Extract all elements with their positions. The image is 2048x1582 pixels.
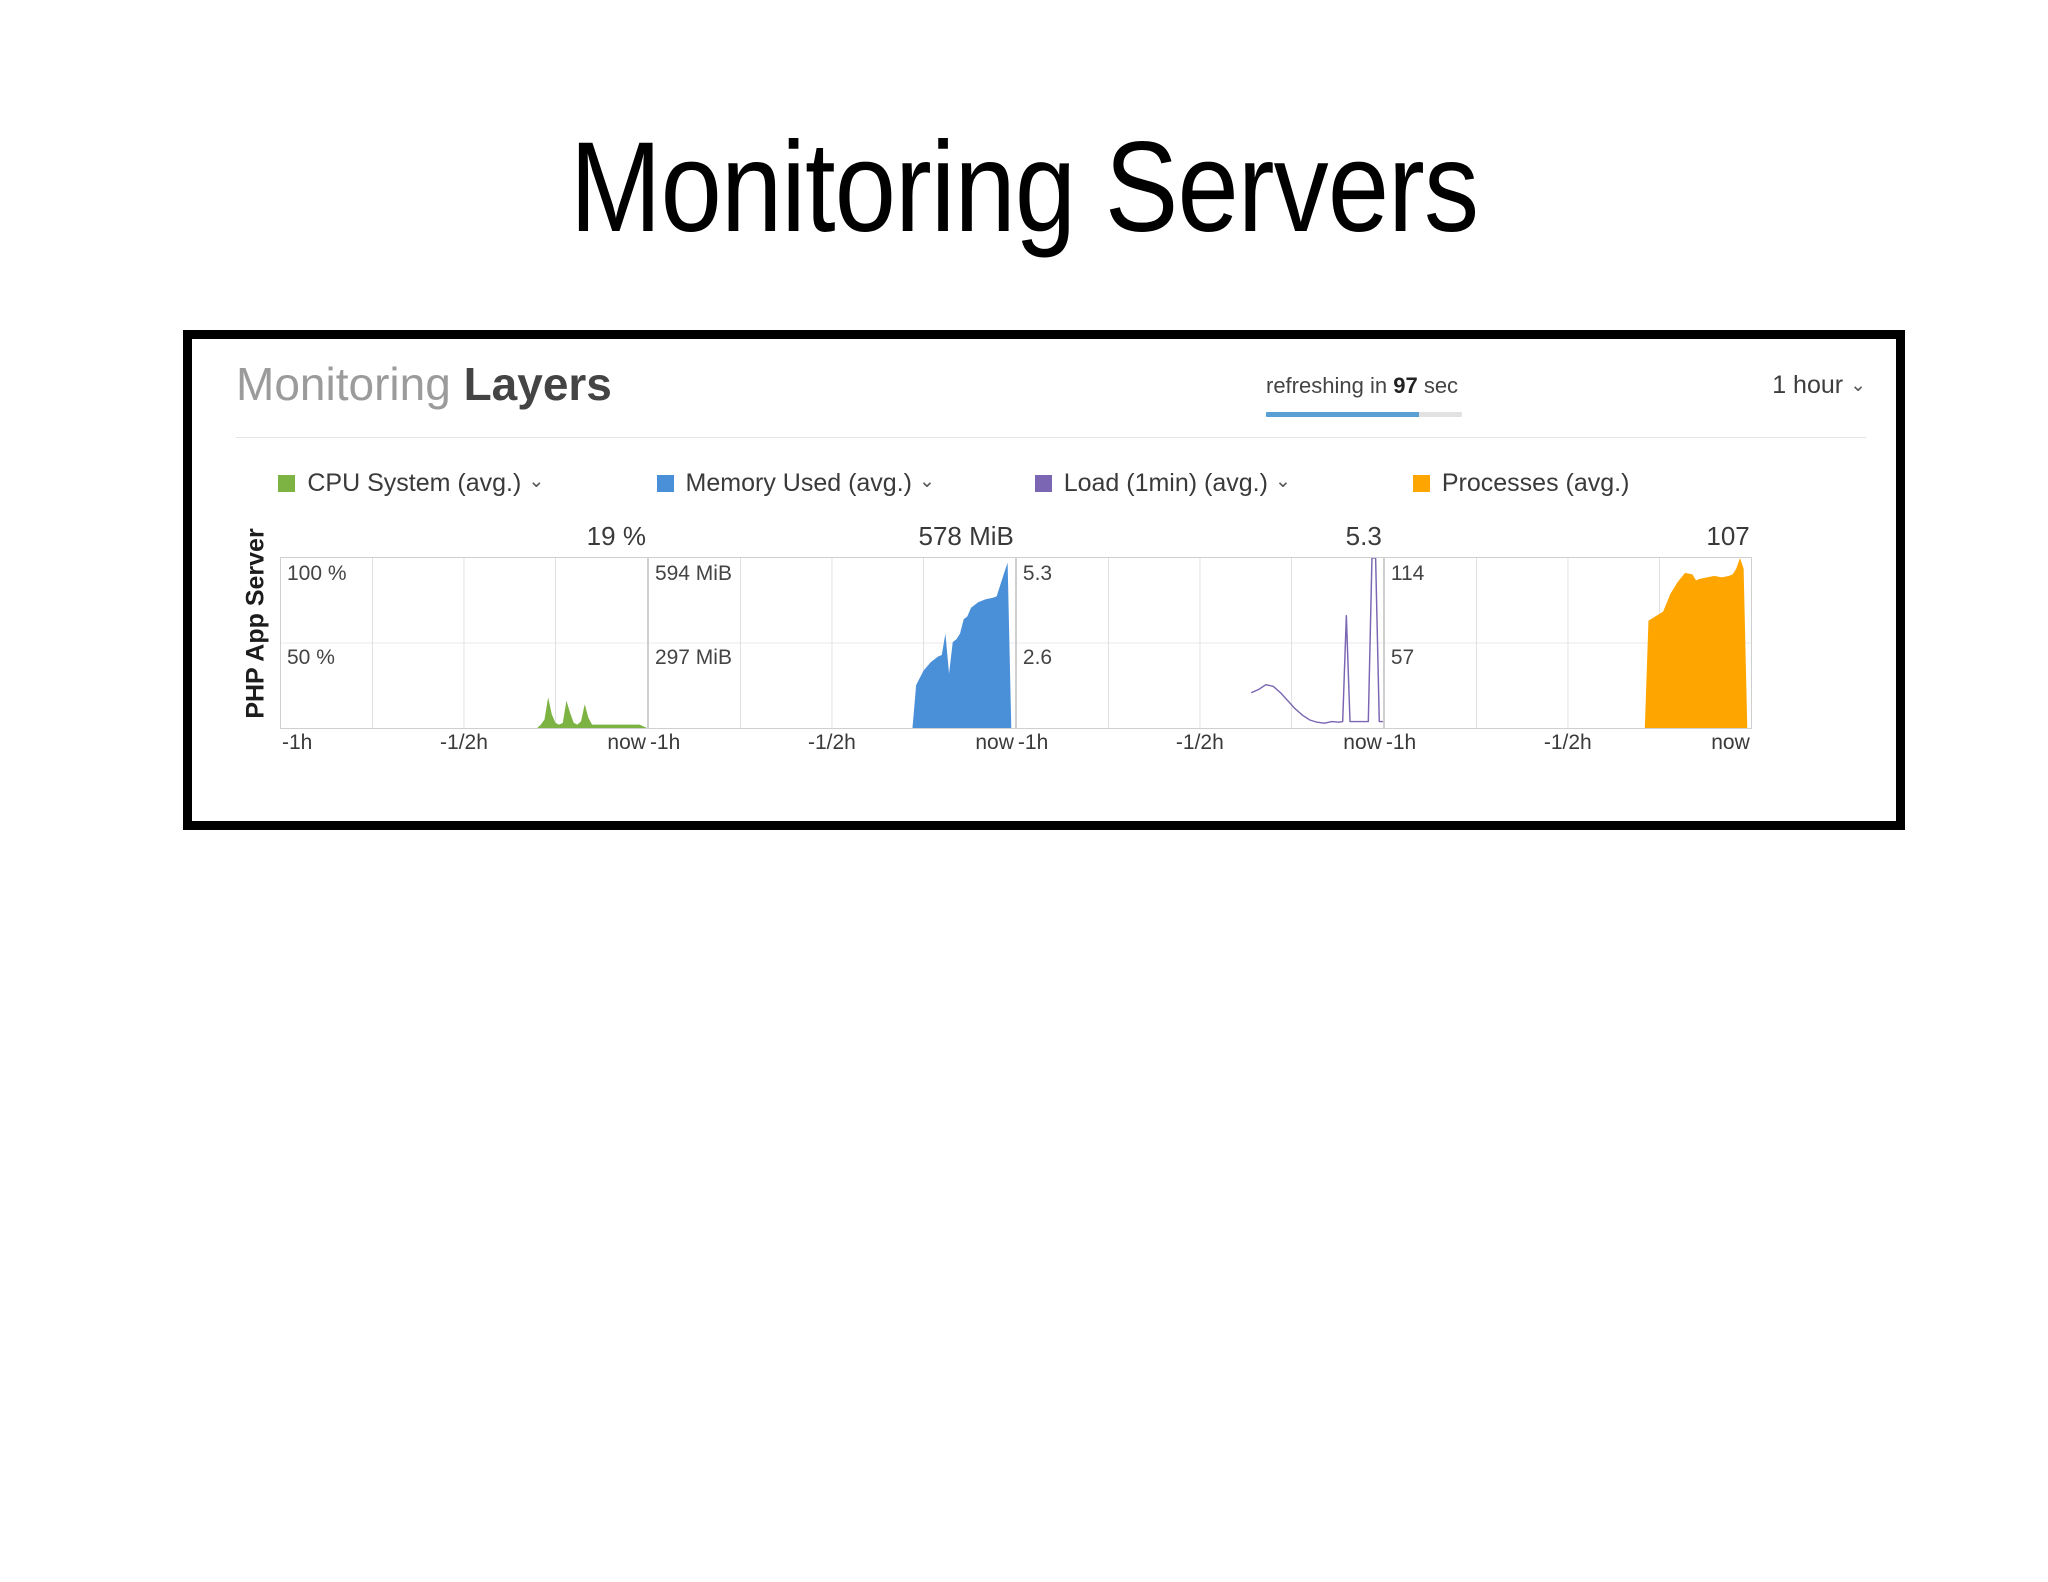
refresh-progress-fill [1266, 412, 1419, 417]
dashboard-title: Monitoring Layers [236, 361, 612, 407]
x-axis-tick-end: now [1343, 731, 1382, 754]
x-axis-tick-mid: -1/2h [440, 731, 488, 754]
x-axis: -1h -1/2h now [1384, 731, 1752, 765]
legend-label: Memory Used (avg.) [685, 469, 912, 497]
legend-color-swatch [1412, 475, 1430, 492]
refresh-prefix: refreshing in [1266, 373, 1388, 398]
dashboard-title-light: Monitoring [236, 358, 451, 410]
page-title: Monitoring Servers [569, 116, 1479, 259]
refresh-seconds: 97 [1393, 373, 1418, 398]
time-range-label: 1 hour [1772, 371, 1844, 399]
x-axis-tick-start: -1h [1017, 731, 1049, 754]
legend-item-4: Processes (avg.) [1412, 469, 1630, 498]
x-axis-tick-start: -1h [649, 731, 681, 754]
chevron-down-icon[interactable]: ⌄ [528, 471, 545, 492]
current-value: 19 % [586, 521, 646, 551]
sparkline-plot[interactable]: 100 %50 % [280, 557, 648, 729]
x-axis-tick-mid: -1/2h [1543, 731, 1592, 754]
legend-color-swatch [656, 475, 674, 492]
current-value: 5.3 [1345, 521, 1382, 551]
monitoring-dashboard: Monitoring Layers refreshing in 97 sec 1… [192, 339, 1896, 821]
current-value: 107 [1706, 521, 1750, 551]
chevron-down-icon[interactable]: ⌄ [1274, 471, 1291, 492]
x-axis-tick-start: -1h [282, 731, 313, 754]
legend-color-swatch [1034, 475, 1052, 492]
refresh-countdown: refreshing in 97 sec [1266, 373, 1516, 417]
time-range-dropdown[interactable]: 1 hour ⌄ [1772, 371, 1866, 400]
current-value: 578 MiB [918, 521, 1014, 551]
legend-item-2[interactable]: Memory Used (avg.) ⌄ [656, 469, 935, 498]
dashboard-title-bold: Layers [463, 358, 612, 410]
x-axis-tick-end: now [1711, 731, 1750, 754]
legend-item-3[interactable]: Load (1min) (avg.) ⌄ [1034, 469, 1291, 498]
chevron-down-icon[interactable]: ⌄ [918, 471, 935, 492]
legend-label: Load (1min) (avg.) [1063, 469, 1268, 497]
refresh-suffix: sec [1423, 373, 1459, 398]
x-axis: -1h -1/2h now [648, 731, 1016, 765]
x-axis-tick-mid: -1/2h [1175, 731, 1224, 754]
x-axis: -1h -1/2h now [280, 731, 648, 765]
legend-label: Processes (avg.) [1441, 469, 1630, 497]
row-label-text: PHP App Server [241, 528, 270, 719]
legend-color-swatch [278, 475, 296, 492]
x-axis-tick-mid: -1/2h [807, 731, 856, 754]
row-label-php-app-server: PHP App Server [236, 521, 276, 726]
dashboard-screenshot-frame: Monitoring Layers refreshing in 97 sec 1… [183, 330, 1905, 830]
metric-legend: CPU System (avg.)⌄Memory Used (avg.)⌄Loa… [236, 469, 1866, 509]
legend-item-1[interactable]: CPU System (avg.) ⌄ [278, 469, 544, 498]
refresh-progress-bar [1266, 412, 1462, 417]
x-axis: -1h -1/2h now [1016, 731, 1384, 765]
refresh-countdown-text: refreshing in 97 sec [1266, 373, 1516, 399]
chart-panel-1: 19 % 100 %50 %-1h -1/2h now [280, 521, 648, 765]
x-axis-tick-end: now [975, 731, 1014, 754]
chevron-down-icon: ⌄ [1850, 375, 1866, 396]
dashboard-header: Monitoring Layers refreshing in 97 sec 1… [192, 339, 1896, 438]
x-axis-tick-start: -1h [1385, 731, 1417, 754]
legend-label: CPU System (avg.) [307, 469, 522, 497]
header-divider [236, 437, 1866, 438]
x-axis-tick-end: now [607, 731, 646, 754]
